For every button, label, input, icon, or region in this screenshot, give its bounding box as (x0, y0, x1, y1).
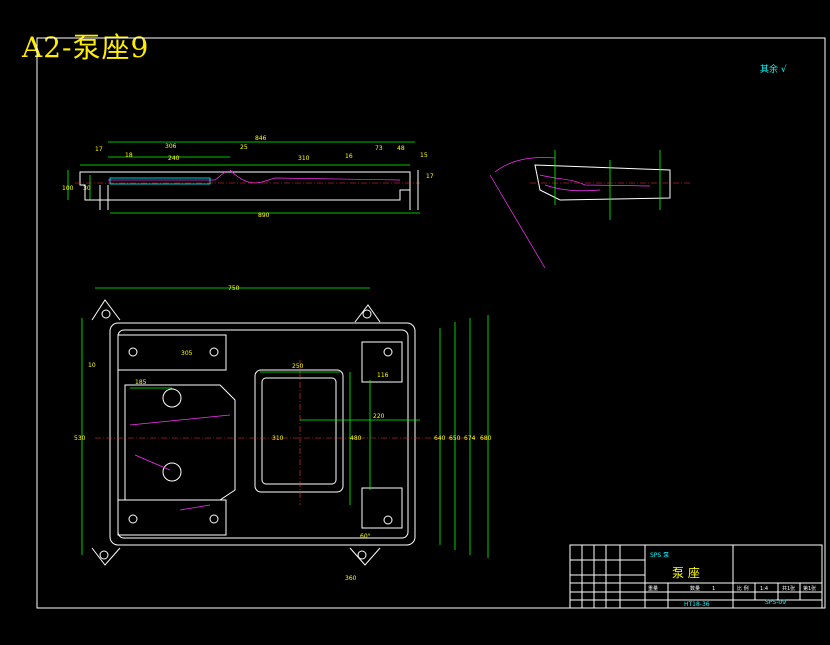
mount-pad (117, 334, 227, 371)
left-cavity (124, 384, 236, 501)
dim-text: 18 (125, 152, 133, 159)
lug-hole (101, 309, 111, 319)
large-hole (162, 388, 182, 408)
material: HT18-36 (684, 601, 710, 608)
detail-view (489, 150, 690, 269)
dim-text: 48 (397, 145, 405, 152)
dim-text: 680 (480, 435, 492, 442)
scale-label: 比 例 (737, 585, 749, 592)
corner-lug (91, 299, 121, 321)
sheet-number: 第1张 (803, 585, 816, 592)
dim-text: 306 (165, 143, 177, 150)
dim-text: 60° (360, 533, 371, 540)
dim-text: 240 (168, 155, 180, 162)
qty-value: 1 (712, 586, 715, 592)
leader-line (134, 454, 171, 471)
dim-text: 73 (375, 145, 383, 152)
plan-inner-outline (117, 329, 409, 539)
side-inner-profile (108, 169, 401, 184)
dim-text: 220 (373, 413, 385, 420)
corner-lug (91, 547, 121, 566)
dim-text: 25 (240, 144, 248, 151)
dim-text: 310 (298, 155, 310, 162)
detail-leader (489, 174, 546, 269)
sheet-count: 共1张 (782, 585, 795, 592)
bolt-hole (209, 514, 219, 524)
center-window-inner (261, 377, 337, 485)
dim-text: 890 (258, 212, 270, 219)
leader-line (179, 504, 211, 511)
right-pad (361, 341, 403, 383)
dim-text: 17 (426, 173, 434, 180)
dim-text: 185 (135, 379, 147, 386)
surface-finish-note: 其余 √ (760, 65, 787, 75)
dim-text: 250 (292, 363, 304, 370)
detail-inner (539, 174, 651, 192)
leader-line (129, 414, 231, 426)
bolt-hole (383, 515, 393, 525)
dim-text: 650 (449, 435, 461, 442)
drawing-frame (36, 37, 826, 609)
dim-text: 10 (88, 362, 96, 369)
side-view: 846 306 17 18 240 25 310 16 73 48 15 17 … (62, 135, 434, 219)
drawing-title: A2-泵座9 (22, 31, 150, 64)
dim-text: 17 (95, 146, 103, 153)
project-name: SPS 泵 (650, 552, 669, 559)
dim-text: 116 (377, 372, 389, 379)
side-profile (79, 171, 411, 201)
dim-text: 100 (62, 185, 74, 192)
qty-label: 数量 (690, 585, 700, 592)
dim-text: 846 (255, 135, 267, 142)
detail-profile (534, 164, 671, 201)
lug-hole (99, 550, 109, 560)
detail-arc (494, 157, 556, 173)
weight-label: 重量 (648, 585, 658, 592)
bolt-hole (128, 514, 138, 524)
dim-text: 16 (345, 153, 353, 160)
title-block-frame (569, 544, 823, 609)
bolt-hole (383, 347, 393, 357)
part-name: 泵 座 (672, 565, 700, 580)
dim-text: 530 (74, 435, 86, 442)
bolt-hole (128, 347, 138, 357)
side-slot (109, 177, 211, 185)
bolt-hole (209, 347, 219, 357)
right-pad (361, 487, 403, 529)
title-block: SPS 泵 泵 座 重量 数量 1 比 例 1:4 共1张 第1张 HT18-3… (569, 544, 823, 609)
dim-text: 310 (272, 435, 284, 442)
dim-text: 674 (464, 435, 476, 442)
dim-text: 480 (350, 435, 362, 442)
large-hole (162, 462, 182, 482)
lug-hole (362, 309, 372, 319)
dim-text: 305 (181, 350, 193, 357)
dim-text: 750 (228, 285, 240, 292)
dim-text: 360 (345, 575, 357, 582)
scale-value: 1:4 (760, 586, 768, 592)
plan-view: 750 10 185 305 250 220 116 530 310 480 6… (74, 285, 492, 582)
corner-lug (349, 547, 381, 566)
dim-text: 640 (434, 435, 446, 442)
dim-text: 30 (83, 185, 91, 192)
plan-outline (109, 322, 416, 546)
corner-lug (354, 304, 381, 323)
dim-text: 15 (420, 152, 428, 159)
lug-hole (357, 550, 367, 560)
center-window (254, 369, 344, 493)
drawing-number: SPS-09 (765, 599, 786, 606)
